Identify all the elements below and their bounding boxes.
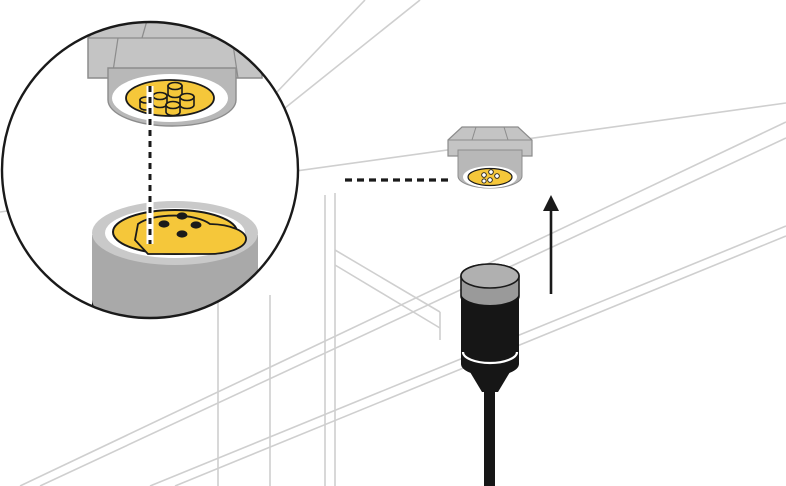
detail-magnifier bbox=[0, 20, 300, 320]
panel-connector-small bbox=[447, 126, 533, 189]
detail-cable-connector bbox=[92, 201, 258, 318]
cable-connector bbox=[460, 263, 520, 486]
up-arrow-icon bbox=[543, 195, 559, 294]
detail-circle-outline bbox=[0, 20, 300, 320]
